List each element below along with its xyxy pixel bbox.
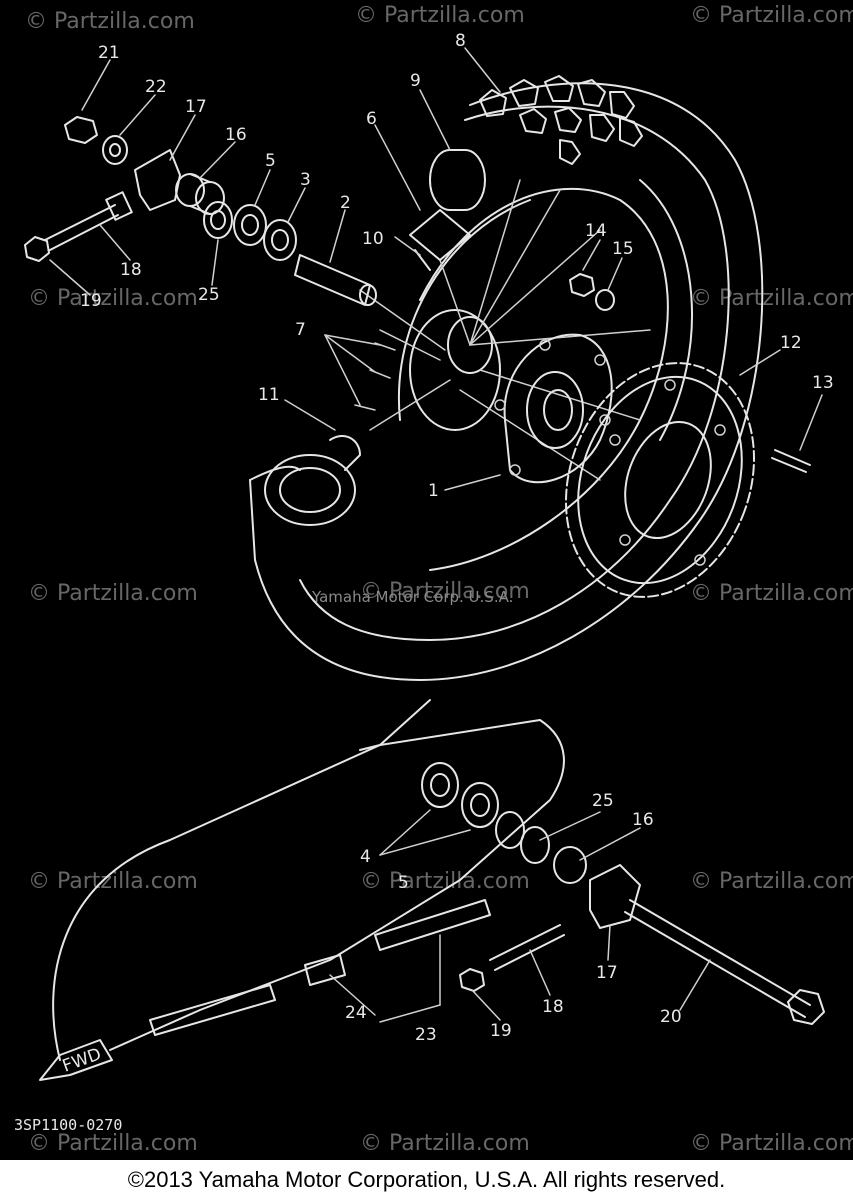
callout-21[interactable]: 21 — [98, 43, 120, 63]
callout-12[interactable]: 12 — [780, 333, 802, 353]
callout-5[interactable]: 5 — [265, 151, 276, 171]
callout-19-lower[interactable]: 19 — [490, 1021, 512, 1041]
watermark-text: © Partzilla.com — [28, 869, 198, 894]
callout-16[interactable]: 16 — [225, 125, 247, 145]
callout-18-lower[interactable]: 18 — [542, 997, 564, 1017]
watermark-text: © Partzilla.com — [690, 581, 853, 606]
watermark-text: © Partzilla.com — [360, 1131, 530, 1156]
callout-1[interactable]: 1 — [428, 481, 439, 501]
fwd-label: FWD — [60, 1044, 104, 1076]
callout-8[interactable]: 8 — [455, 31, 466, 51]
callout-17-lower[interactable]: 17 — [596, 963, 618, 983]
callout-20[interactable]: 20 — [660, 1007, 682, 1027]
callout-24[interactable]: 24 — [345, 1003, 367, 1023]
callout-6[interactable]: 6 — [366, 109, 377, 129]
callout-15[interactable]: 15 — [612, 239, 634, 259]
watermark-text: © Partzilla.com — [690, 3, 853, 28]
watermark-text: © Partzilla.com — [28, 581, 198, 606]
watermark-text: © Partzilla.com — [28, 286, 198, 311]
callout-19[interactable]: 19 — [80, 291, 102, 311]
callout-23[interactable]: 23 — [415, 1025, 437, 1045]
callout-16-lower[interactable]: 16 — [632, 810, 654, 830]
sprocket-hub-flange — [494, 333, 613, 484]
callout-13[interactable]: 13 — [812, 373, 834, 393]
callout-17[interactable]: 17 — [185, 97, 207, 117]
callout-4[interactable]: 4 — [360, 847, 371, 867]
watermark-text: © Partzilla.com — [360, 579, 530, 604]
callout-22[interactable]: 22 — [145, 77, 167, 97]
callout-14[interactable]: 14 — [585, 221, 607, 241]
callout-11[interactable]: 11 — [258, 385, 280, 405]
parts-diagram: © Partzilla.com © Partzilla.com © Partzi… — [14, 3, 853, 1156]
copyright-text: ©2013 Yamaha Motor Corporation, U.S.A. A… — [127, 1167, 726, 1192]
watermark-text: © Partzilla.com — [355, 3, 525, 28]
watermark-text: © Partzilla.com — [28, 1131, 198, 1156]
yamaha-credit: Yamaha Motor Corp. U.S.A. — [311, 588, 513, 606]
callout-2[interactable]: 2 — [340, 193, 351, 213]
watermark-text: © Partzilla.com — [25, 9, 195, 34]
callout-18[interactable]: 18 — [120, 260, 142, 280]
watermark-text: © Partzilla.com — [690, 1131, 853, 1156]
callout-7[interactable]: 7 — [295, 320, 306, 340]
callout-25-lower[interactable]: 25 — [592, 791, 614, 811]
diagram-code: 3SP1100-0270 — [14, 1116, 122, 1134]
tube-and-valve — [409, 149, 486, 271]
watermark-text: © Partzilla.com — [690, 869, 853, 894]
callout-5-lower[interactable]: 5 — [398, 873, 409, 893]
callout-3[interactable]: 3 — [300, 170, 311, 190]
hub-and-spokes — [359, 179, 651, 481]
copyright-footer: ©2013 Yamaha Motor Corporation, U.S.A. A… — [0, 1160, 853, 1200]
brake-disc-assembly — [264, 435, 361, 526]
watermark-layer: © Partzilla.com © Partzilla.com © Partzi… — [25, 3, 853, 1156]
rear-wheel-exploded-view: © Partzilla.com © Partzilla.com © Partzi… — [14, 3, 853, 1156]
callout-labels: 21 22 17 16 5 3 2 6 8 9 10 14 15 18 19 2… — [14, 31, 834, 1134]
tire-drawing — [249, 75, 764, 681]
watermark-text: © Partzilla.com — [690, 286, 853, 311]
callout-10[interactable]: 10 — [362, 229, 384, 249]
callout-9[interactable]: 9 — [410, 71, 421, 91]
leader-lines — [49, 47, 823, 1023]
callout-25[interactable]: 25 — [198, 285, 220, 305]
axle-hardware-upper — [24, 116, 811, 473]
rear-sprocket — [564, 362, 756, 598]
